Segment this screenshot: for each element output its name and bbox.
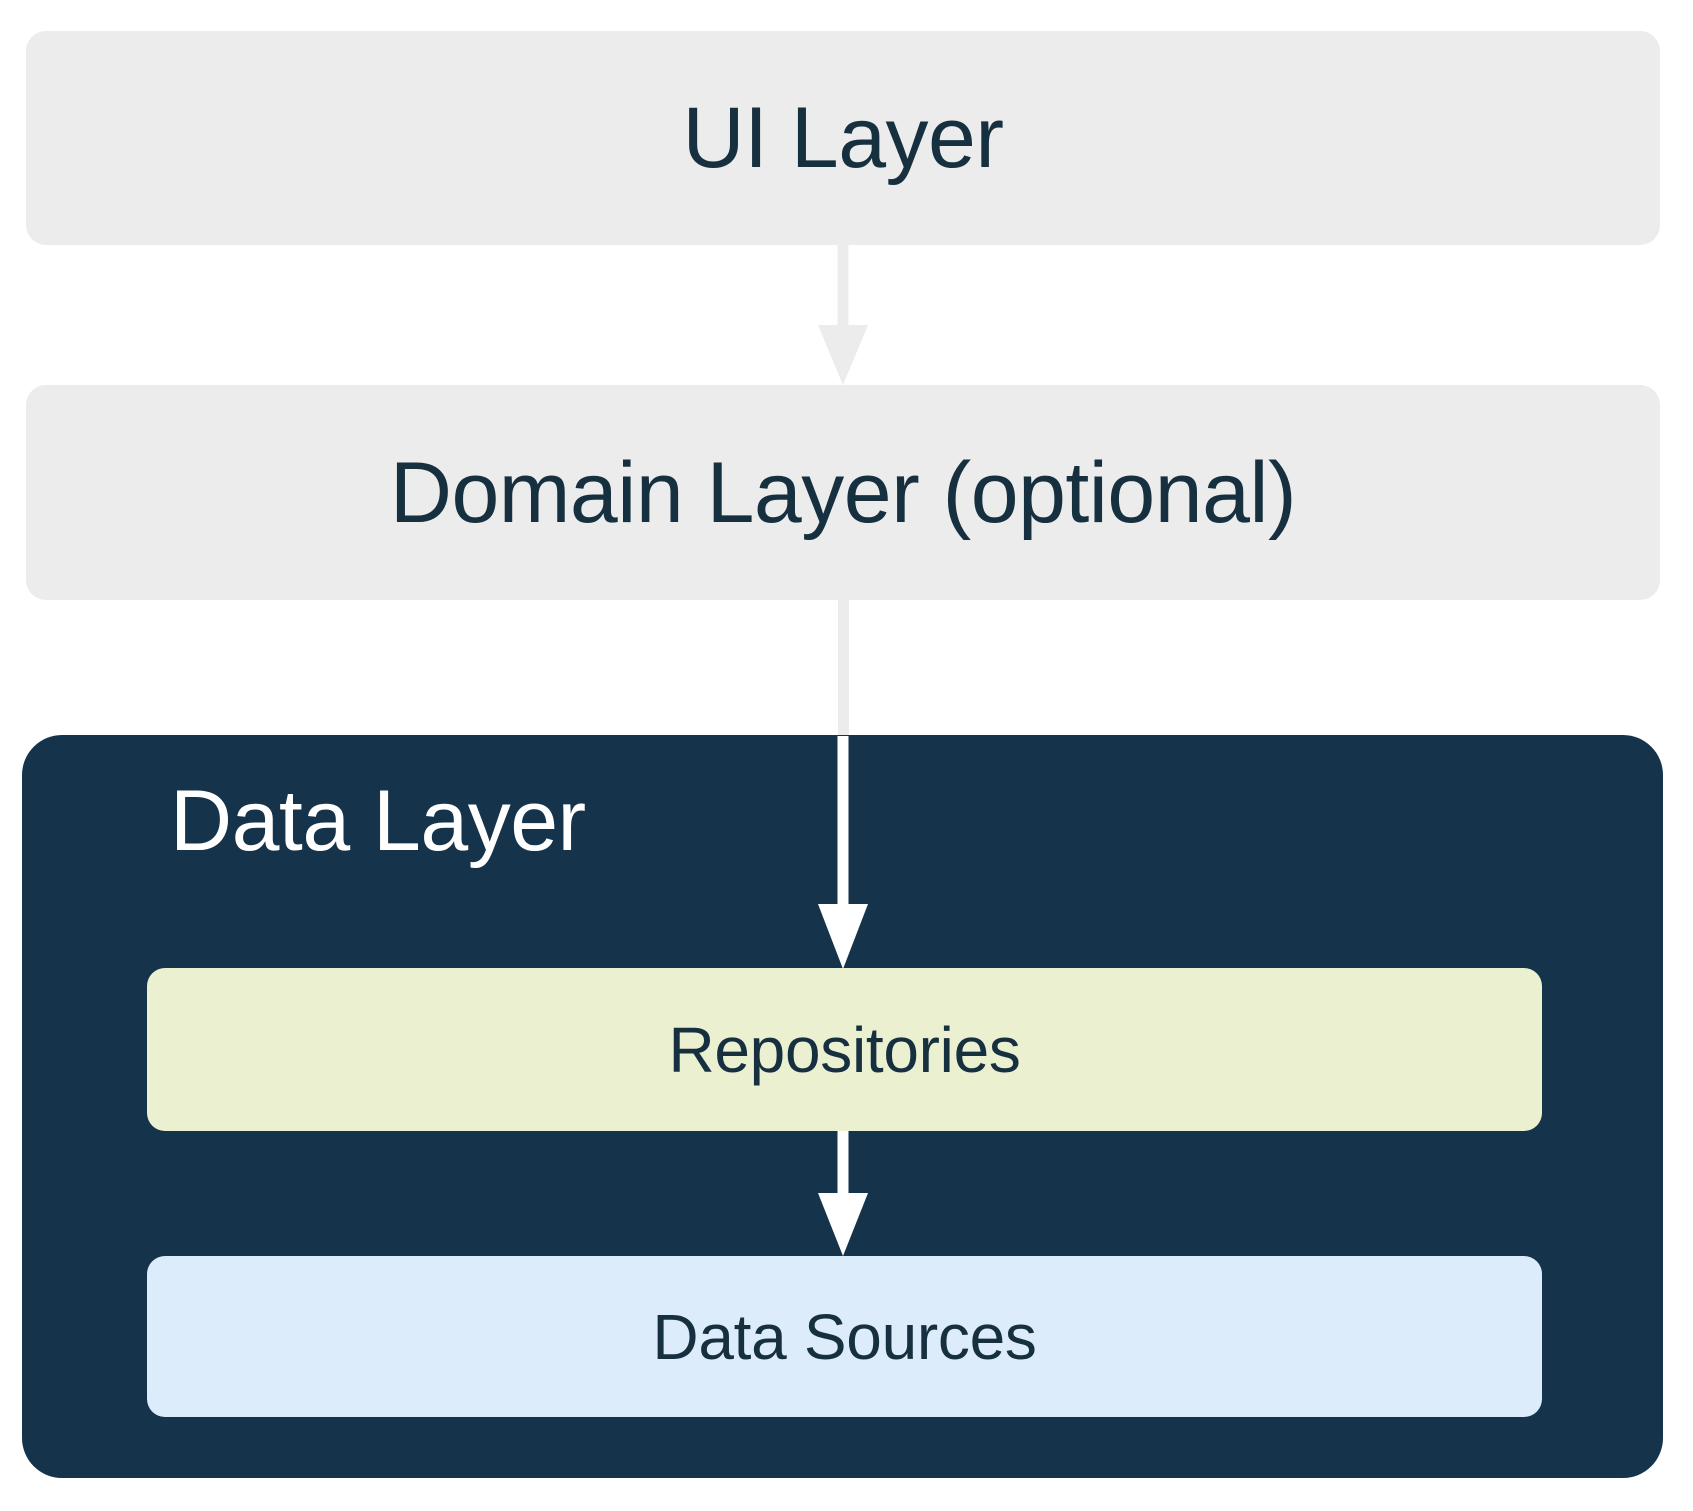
repositories-box[interactable]: Repositories	[147, 968, 1542, 1131]
repositories-label: Repositories	[668, 1013, 1021, 1086]
data-sources-label: Data Sources	[652, 1300, 1037, 1373]
arrow-shaft	[837, 245, 849, 341]
data-layer-box[interactable]: Data Layer Repositories Data Sources	[22, 735, 1663, 1478]
ui-layer-box[interactable]: UI Layer	[26, 31, 1660, 245]
data-layer-label: Data Layer	[170, 773, 586, 869]
domain-layer-box[interactable]: Domain Layer (optional)	[26, 385, 1660, 600]
data-sources-box[interactable]: Data Sources	[147, 1256, 1542, 1417]
ui-layer-label: UI Layer	[682, 90, 1004, 186]
domain-layer-label: Domain Layer (optional)	[389, 444, 1297, 541]
arrow-head	[818, 325, 868, 385]
arrow-domain-to-data-shaft	[838, 600, 849, 736]
arrow-ui-to-domain-icon	[818, 245, 868, 385]
